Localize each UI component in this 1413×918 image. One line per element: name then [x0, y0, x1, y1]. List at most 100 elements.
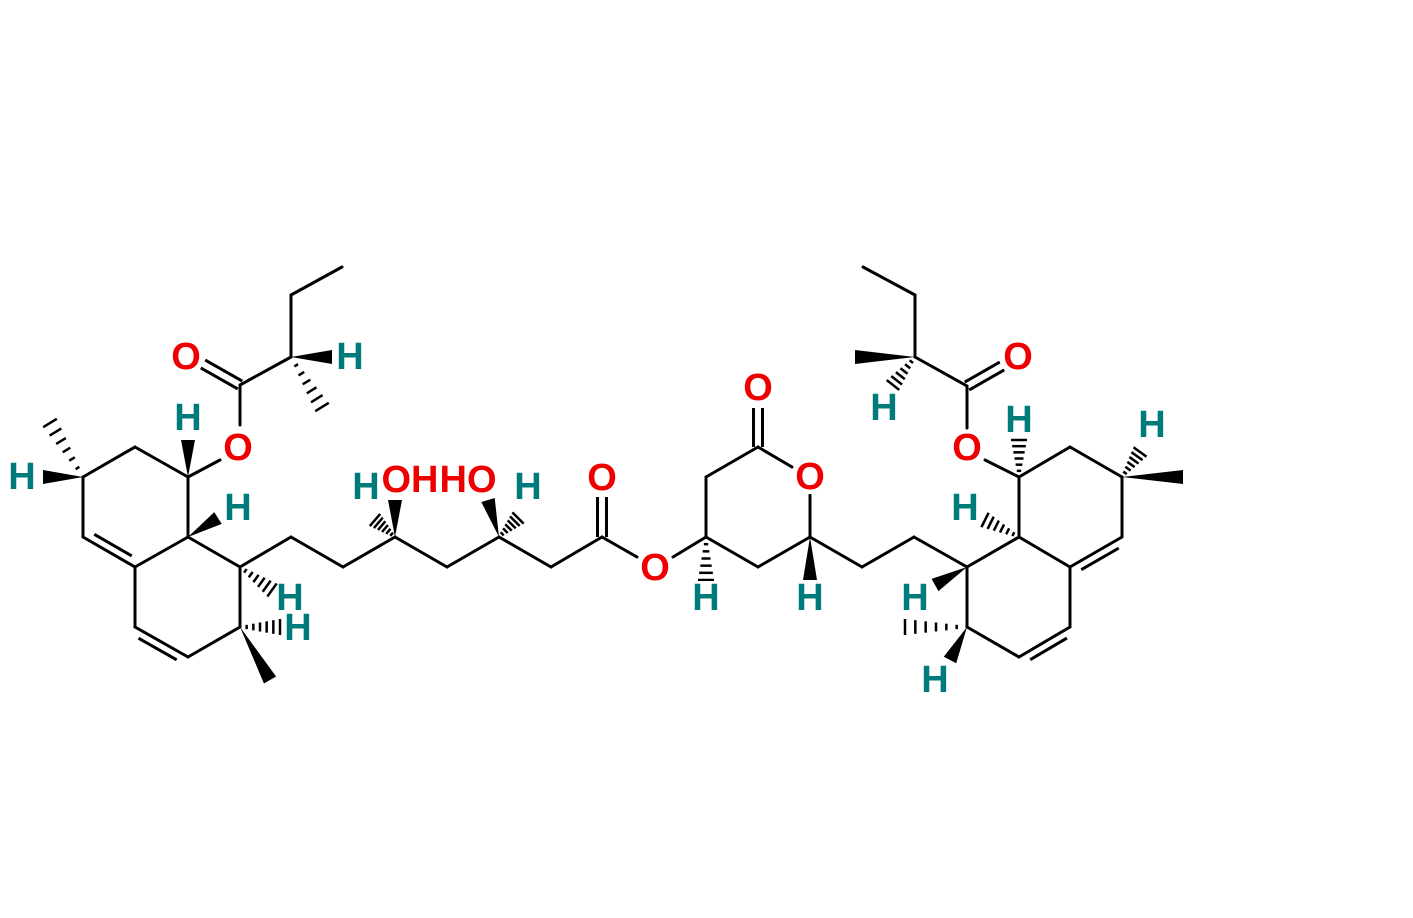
single-bond [704, 445, 760, 479]
wedge-bond [291, 350, 332, 364]
hashed-bond [385, 527, 392, 535]
hashed-bond [1122, 470, 1128, 476]
single-bond [1068, 445, 1124, 479]
atom-label-oxygen: O [587, 457, 617, 499]
double-bond-inner [1029, 636, 1068, 661]
label-background [953, 491, 977, 525]
single-bond [860, 535, 916, 569]
hashed-bond [372, 516, 384, 529]
double-bond [200, 366, 239, 391]
atom-label-hydrogen: H [352, 466, 379, 508]
single-bond [393, 535, 449, 569]
label-background [903, 581, 927, 615]
hashed-bond [247, 571, 254, 579]
label-background [872, 391, 896, 425]
single-bond [671, 535, 708, 559]
hashed-bond [297, 370, 305, 377]
double-bond [204, 358, 243, 383]
single-bond [289, 535, 345, 569]
single-bond [756, 535, 812, 569]
hashed-bond [55, 436, 67, 446]
single-bond [861, 265, 917, 297]
hashed-bond [368, 513, 382, 527]
atom-label-hydrogen: H [224, 487, 251, 529]
single-bond [1017, 445, 1072, 479]
single-bond [808, 535, 864, 569]
atom-label-hydrogen: H [901, 577, 928, 619]
hashed-bond [502, 527, 509, 534]
atom-label-oxygen: O [1003, 336, 1033, 378]
hashed-bond [266, 582, 278, 598]
hashed-bond [992, 520, 1000, 532]
hashed-bond [1124, 465, 1132, 472]
single-bond [81, 445, 137, 479]
hashed-bond [42, 417, 58, 429]
hashed-bond [49, 427, 62, 437]
label-background [226, 491, 250, 525]
label-background [745, 371, 771, 405]
wedge-bond [803, 537, 817, 580]
hashed-bond [243, 568, 248, 574]
label-background [1005, 340, 1031, 374]
hashed-bond [257, 577, 266, 588]
label-background [798, 581, 822, 615]
hashed-bond [509, 515, 521, 527]
label-background [1007, 403, 1031, 437]
single-bond [600, 535, 639, 559]
single-bond [186, 625, 242, 659]
hashed-bond [62, 446, 71, 454]
single-bond [497, 535, 553, 569]
label-background [338, 340, 362, 374]
label-background [354, 470, 378, 504]
hashed-bond [904, 363, 912, 370]
bonds [42, 265, 1183, 684]
hashed-bond [74, 465, 81, 471]
label-background [516, 470, 540, 504]
label-background [441, 463, 495, 497]
single-bond [965, 535, 1021, 569]
hashed-bond [986, 516, 995, 530]
label-background [278, 581, 302, 615]
hashed-bond [890, 375, 903, 386]
atom-label-hydrogen: H [1138, 404, 1165, 446]
wedge-bond [1122, 470, 1183, 484]
hashed-bond [310, 394, 324, 404]
wedge-bond [931, 567, 967, 592]
wedge-bond [181, 440, 195, 477]
label-background [10, 460, 34, 494]
label-background [176, 401, 200, 435]
double-bond-inner [93, 532, 133, 558]
hashed-bond [895, 371, 906, 381]
label-background [923, 663, 947, 697]
single-bond [756, 445, 794, 469]
hashed-bond [885, 379, 901, 391]
atom-label-hydrogen: H [174, 397, 201, 439]
atom-label-hydrogen: H [951, 487, 978, 529]
atom-label-oxygen: O [640, 547, 670, 589]
single-bond [133, 625, 190, 659]
hashed-bond [511, 511, 525, 525]
wedge-bond [388, 500, 402, 537]
atom-label-hydrogen: H [796, 577, 823, 619]
hashed-bond [293, 363, 299, 368]
hashed-bond [1132, 446, 1148, 458]
hashed-bond [998, 523, 1006, 534]
single-bond [965, 625, 1021, 659]
hashed-bond [252, 574, 260, 583]
label-background [225, 431, 251, 465]
label-background [383, 463, 437, 497]
single-bond [549, 535, 604, 569]
hashed-bond [68, 456, 76, 462]
hashed-bond [908, 359, 914, 364]
hashed-bond [1005, 527, 1011, 535]
label-background [954, 431, 980, 465]
hashed-bond [1130, 451, 1144, 462]
hashed-bond [1126, 460, 1136, 469]
single-bond [238, 355, 293, 387]
hashed-bond [504, 523, 513, 532]
wedge-bond [943, 627, 967, 664]
atom-label-hydrogen: H [921, 659, 948, 701]
wedge-bond [43, 470, 83, 484]
hashed-bond [980, 512, 990, 528]
atom-label-hydrogen: H [514, 466, 541, 508]
